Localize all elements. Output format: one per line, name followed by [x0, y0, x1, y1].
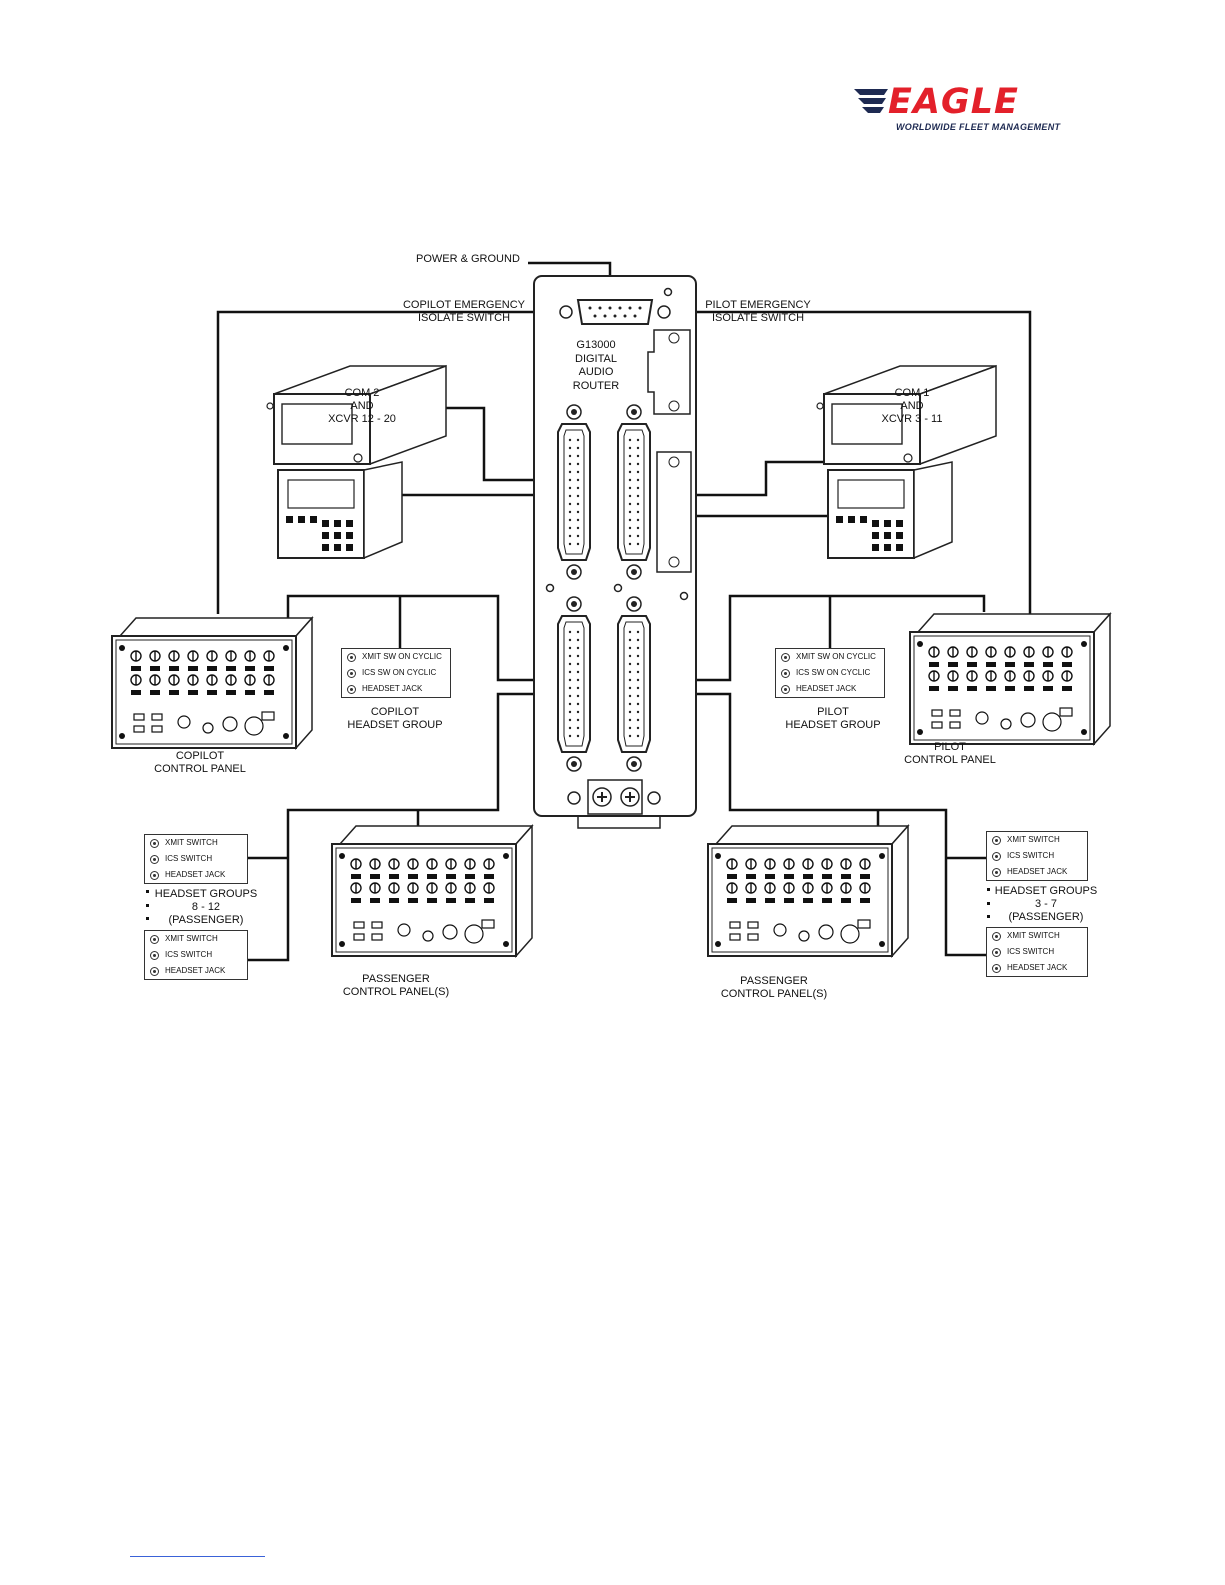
ics-switch-row: ICS SW ON CYCLIC	[342, 665, 450, 681]
power-ground-label: POWER & GROUND	[416, 253, 520, 265]
jack-icon	[150, 871, 159, 880]
passenger-headset-group-left-top: XMIT SWITCH ICS SWITCH HEADSET JACK	[144, 834, 248, 884]
xmit-switch-row: XMIT SWITCH	[145, 835, 247, 851]
jack-icon	[992, 868, 1001, 877]
copilot-headset-group-box: XMIT SW ON CYCLIC ICS SW ON CYCLIC HEADS…	[341, 648, 451, 698]
passenger-control-panel-right	[708, 826, 908, 956]
switch-icon	[992, 932, 1001, 941]
ics-switch-row: ICS SWITCH	[145, 947, 247, 963]
ics-switch-row: ICS SWITCH	[987, 848, 1087, 864]
logo-tagline: WORLDWIDE FLEET MANAGEMENT	[896, 122, 1061, 132]
switch-icon	[781, 669, 790, 678]
audio-router-chassis	[533, 275, 697, 829]
switch-icon	[150, 855, 159, 864]
switch-icon	[781, 653, 790, 662]
switch-icon	[347, 669, 356, 678]
headset-jack-row: HEADSET JACK	[145, 867, 247, 883]
eagle-logo: EAGLE WORLDWIDE FLEET MANAGEMENT	[854, 82, 1080, 136]
switch-icon	[150, 935, 159, 944]
xmit-switch-row: XMIT SWITCH	[987, 832, 1087, 848]
switch-icon	[992, 852, 1001, 861]
ics-switch-row: ICS SW ON CYCLIC	[776, 665, 884, 681]
logo-wordmark: EAGLE	[888, 82, 1019, 122]
jack-icon	[781, 685, 790, 694]
switch-icon	[347, 653, 356, 662]
wires	[216, 261, 1032, 962]
xmit-switch-row: XMIT SWITCH	[987, 928, 1087, 944]
headset-jack-row: HEADSET JACK	[987, 864, 1087, 880]
jack-icon	[347, 685, 356, 694]
pilot-headset-group-box: XMIT SW ON CYCLIC ICS SW ON CYCLIC HEADS…	[775, 648, 885, 698]
headset-jack-row: HEADSET JACK	[776, 681, 884, 697]
wing-icon	[854, 89, 888, 113]
jack-icon	[992, 964, 1001, 973]
xmit-switch-row: XMIT SW ON CYCLIC	[776, 649, 884, 665]
passenger-headset-group-right-bottom: XMIT SWITCH ICS SWITCH HEADSET JACK	[986, 927, 1088, 977]
passenger-control-panel-left	[332, 826, 532, 956]
jack-icon	[150, 967, 159, 976]
pilot-control-panel	[910, 614, 1110, 744]
switch-icon	[150, 951, 159, 960]
ics-switch-row: ICS SWITCH	[987, 944, 1087, 960]
xmit-switch-row: XMIT SWITCH	[145, 931, 247, 947]
ics-switch-row: ICS SWITCH	[145, 851, 247, 867]
footer-link-underline	[130, 1556, 265, 1557]
headset-jack-row: HEADSET JACK	[987, 960, 1087, 976]
switch-icon	[150, 839, 159, 848]
switch-icon	[992, 836, 1001, 845]
xmit-switch-row: XMIT SW ON CYCLIC	[342, 649, 450, 665]
copilot-control-panel	[112, 618, 312, 748]
headset-jack-row: HEADSET JACK	[342, 681, 450, 697]
headset-jack-row: HEADSET JACK	[145, 963, 247, 979]
passenger-headset-group-right-top: XMIT SWITCH ICS SWITCH HEADSET JACK	[986, 831, 1088, 881]
switch-icon	[992, 948, 1001, 957]
passenger-headset-group-left-bottom: XMIT SWITCH ICS SWITCH HEADSET JACK	[144, 930, 248, 980]
